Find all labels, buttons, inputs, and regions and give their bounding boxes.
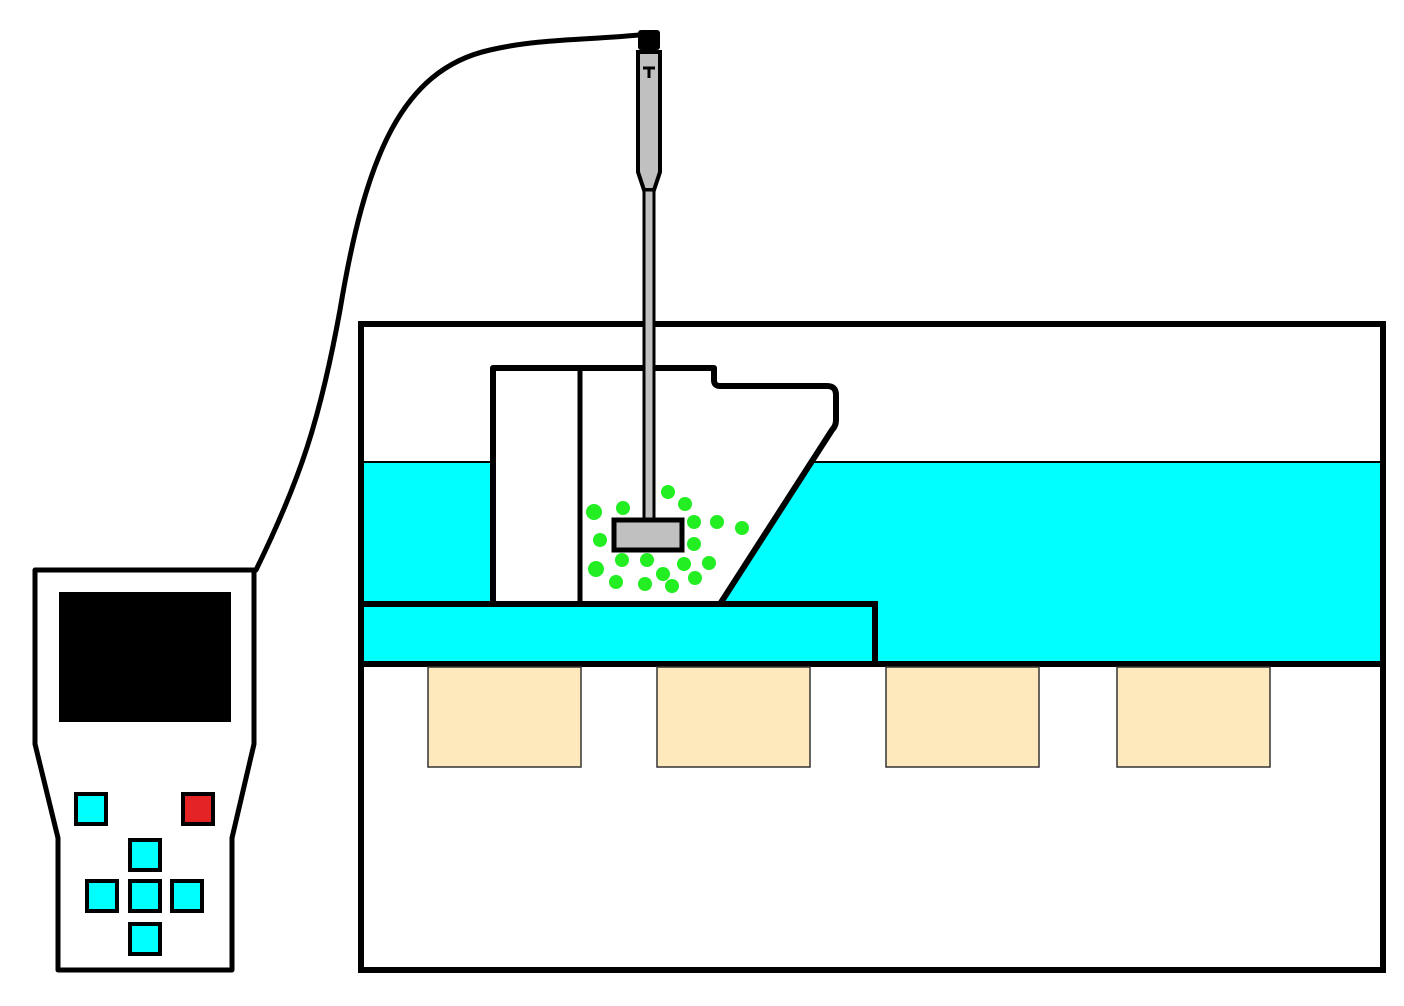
probe-icon — [611, 30, 685, 553]
particle — [702, 556, 716, 570]
particle — [687, 515, 701, 529]
probe-rod — [642, 188, 656, 522]
transducers — [427, 666, 1271, 768]
particle — [609, 575, 623, 589]
dpad-right-key[interactable] — [170, 879, 204, 913]
transducer — [427, 666, 582, 768]
transducer — [1116, 666, 1271, 768]
probe-cable — [253, 31, 651, 573]
particle — [586, 504, 602, 520]
particle — [710, 515, 724, 529]
dpad-center-key[interactable] — [128, 879, 162, 913]
platform — [358, 601, 878, 667]
particle — [678, 497, 692, 511]
particle — [640, 553, 654, 567]
transducer — [656, 666, 811, 768]
cyan-key[interactable] — [74, 792, 108, 826]
probe-cap — [638, 30, 660, 50]
cavitation-particles — [586, 485, 749, 593]
particle — [687, 537, 701, 551]
particle — [661, 485, 675, 499]
dpad-up-key[interactable] — [128, 838, 162, 872]
transducer — [885, 666, 1040, 768]
particle — [735, 521, 749, 535]
handheld-meter-icon — [32, 567, 257, 973]
red-key[interactable] — [181, 792, 215, 826]
particle — [615, 553, 629, 567]
dpad-down-key[interactable] — [128, 922, 162, 956]
particle — [588, 561, 604, 577]
particle — [593, 533, 607, 547]
particle — [688, 571, 702, 585]
particle — [656, 567, 670, 581]
particle — [638, 577, 652, 591]
particle — [616, 501, 630, 515]
meter-screen — [59, 592, 231, 722]
dpad-left-key[interactable] — [85, 879, 119, 913]
particle — [665, 579, 679, 593]
probe-tip — [611, 517, 685, 553]
particle — [677, 557, 691, 571]
